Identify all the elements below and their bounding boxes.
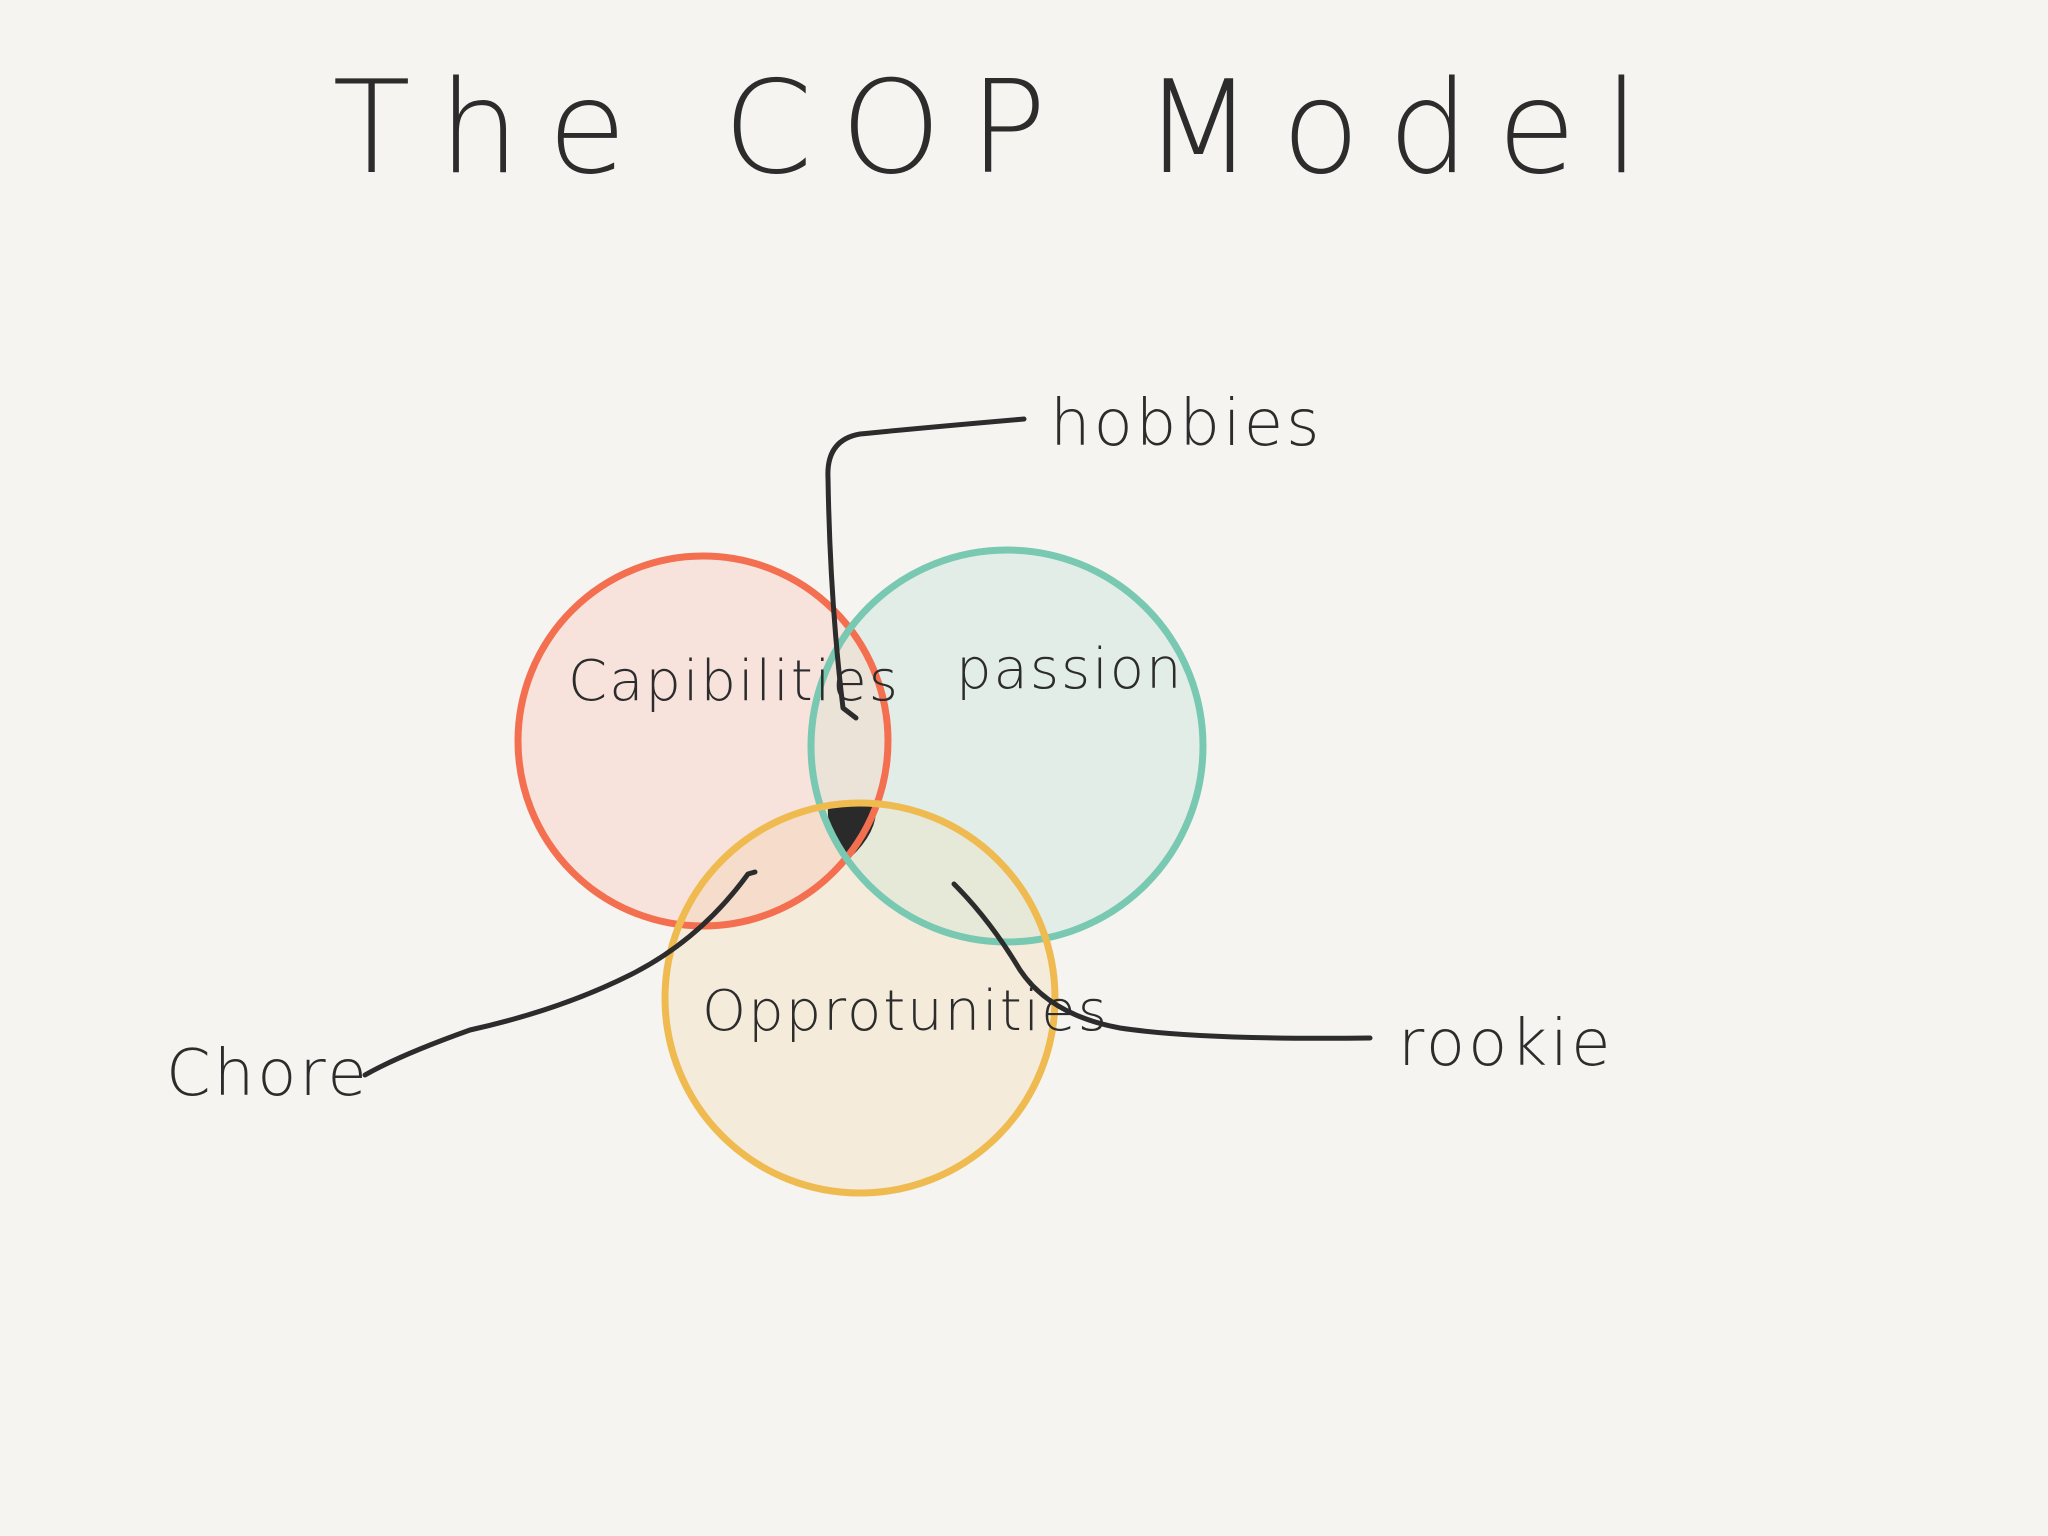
circle-outlines (514, 546, 1207, 1197)
hobbies-leader-line (825, 416, 1027, 721)
capabilities-label: Capibilities (568, 649, 900, 714)
rookie-callout-label: rookie (1398, 1007, 1613, 1081)
chore-callout-label: Chore (166, 1037, 370, 1111)
chore-leader-line (362, 869, 758, 1078)
opportunities-circle (661, 799, 1059, 1197)
opportunities-label: Opprotunities (702, 979, 1109, 1044)
passion-label: passion (956, 637, 1184, 702)
hobbies-callout-label: hobbies (1050, 387, 1322, 461)
passion-circle (807, 546, 1207, 946)
rookie-leader-line (951, 881, 1373, 1041)
capabilities-opportunities-overlap (665, 803, 888, 926)
passion-opportunities-overlap (811, 803, 1055, 942)
diagram-title: The COP Model (332, 54, 1667, 203)
